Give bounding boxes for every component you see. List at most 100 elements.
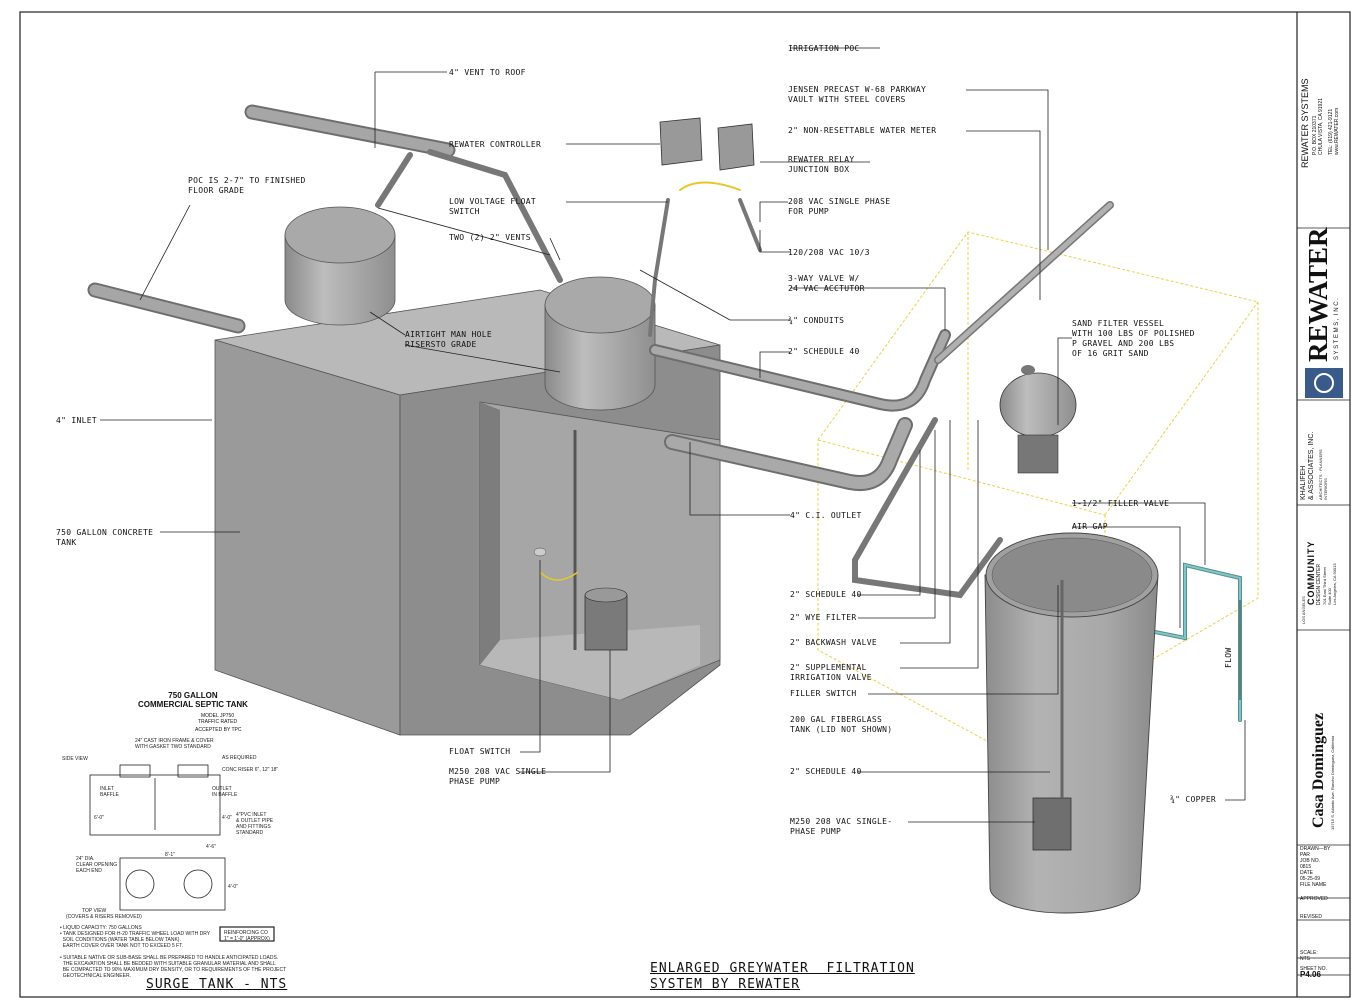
- inset-note-outlet: OUTLET IN BAFFLE: [212, 786, 238, 798]
- tb-field-label: JOB NO.: [1300, 858, 1321, 864]
- label-float-switch-low: LOW VOLTAGE FLOAT SWITCH: [449, 197, 536, 216]
- label-120-208-vac: 120/208 VAC 10/3: [788, 248, 870, 257]
- inset-side-view-label: SIDE VIEW: [62, 756, 88, 762]
- tb-field-file: FILE NAME: [1300, 882, 1348, 888]
- label-wye-filter: 2" WYE FILTER: [790, 613, 857, 622]
- label-vent-to-roof: 4" VENT TO ROOF: [449, 68, 526, 77]
- label-copper: ¾" COPPER: [1170, 795, 1217, 804]
- tb-field-label: APPROVED: [1300, 896, 1328, 902]
- tb-project: Casa Dominguez: [1310, 712, 1327, 828]
- brand-logo: [1305, 368, 1343, 398]
- label-manhole: AIRTIGHT MAN HOLE RISERSTO GRADE: [405, 330, 492, 349]
- inset-dim-opening: 24" DIA. CLEAR OPENING EACH END: [76, 856, 118, 874]
- label-two-vents: TWO (2) 2" VENTS: [449, 233, 531, 242]
- leader-lines: [100, 47, 1246, 823]
- inset-note-required: AS REQUIRED: [222, 755, 257, 761]
- inset-dim-height: 4'-6": [206, 844, 216, 850]
- pipe-network: [87, 104, 1242, 722]
- tb-field-revised: REVISED: [1300, 914, 1348, 920]
- label-conduits: ¾" CONDUITS: [788, 316, 845, 325]
- label-water-meter: 2" NON-RESETTABLE WATER METER: [788, 126, 937, 135]
- inset-note-pipe: 4"PVC INLET & OUTLET PIPE AND FITTINGS S…: [236, 812, 274, 836]
- inset-note-cover: 24" CAST IRON FRAME & COVER WITH GASKET …: [135, 738, 214, 750]
- concrete-tank: [214, 206, 721, 736]
- inset-dim-width: 4'-0": [228, 884, 238, 890]
- label-supplemental-irrigation: 2" SUPPLEMENTAL IRRIGATION VALVE: [790, 663, 872, 682]
- label-flow: FLOW: [1224, 647, 1233, 668]
- tb-field-value: NTS: [1300, 956, 1310, 962]
- tb-field-label: FILE NAME: [1300, 882, 1327, 888]
- inset-accepted: ACCEPTED BY TPC: [195, 727, 242, 733]
- tb-brand-sub: S Y S T E M S , I N C .: [1334, 298, 1340, 360]
- tb-field-job: JOB NO.0815: [1300, 858, 1348, 870]
- label-air-gap: AIR GAP: [1072, 522, 1108, 531]
- tb-address: P.O. BOX 210371 CHULA VISTA, CA 91921: [1312, 98, 1324, 155]
- inset-dim-side-b: 4'-0": [222, 815, 232, 821]
- label-jensen-vault: JENSEN PRECAST W-68 PARKWAY VAULT WITH S…: [788, 85, 927, 104]
- label-schedule-40-low: 2" SCHEDULE 40: [790, 767, 862, 776]
- tb-architect-sub: ARCHITECTS · PLANNERS INTERIORS: [1318, 449, 1328, 500]
- label-schedule-40-top: 2" SCHEDULE 40: [788, 347, 860, 356]
- label-backwash-valve: 2" BACKWASH VALVE: [790, 638, 877, 647]
- tb-brand: REWATER: [1303, 227, 1333, 362]
- tb-field-label: DRAWN—BY: [1300, 846, 1331, 852]
- brand-logo-mark: [1314, 373, 1334, 393]
- label-float-switch: FLOAT SWITCH: [449, 747, 511, 756]
- sand-filter-vessel: [999, 365, 1077, 474]
- label-three-way-valve: 3-WAY VALVE W/ 24 VAC ACCTUTOR: [788, 274, 865, 293]
- tb-field-value: P4.06: [1300, 970, 1321, 979]
- inset-note-riser: CONC RISER 6", 12" 18": [222, 767, 279, 773]
- label-pump-right: M250 208 VAC SINGLE- PHASE PUMP: [790, 817, 893, 836]
- controller-boxes: [659, 117, 755, 171]
- tb-architect: KHALIFEH & ASSOCIATES, INC.: [1300, 431, 1315, 500]
- inset-top-view-label: TOP VIEW: [82, 908, 107, 914]
- fiberglass-tank: [984, 532, 1159, 914]
- tb-client-address: 701 East Third Street Suite 400 Los Ange…: [1322, 563, 1337, 605]
- tb-phone: TEL: (619) 421-9121 www.REWATER.com: [1328, 107, 1340, 155]
- tb-project-sub: 15715 S. Atlantic Ave. Rancho Dominguez,…: [1330, 735, 1335, 830]
- label-relay-box: REWATER RELAY JUNCTION BOX: [788, 155, 855, 174]
- label-concrete-tank: 750 GALLON CONCRETE TANK: [56, 528, 154, 547]
- label-inlet: 4" INLET: [56, 416, 97, 425]
- inset-model: MODEL JP750 TRAFFIC RATED: [198, 713, 238, 725]
- inset-stamp: REINFORCING CO 1" = 1'-0" (APPROX): [224, 930, 270, 942]
- surge-tank-title: SURGE TANK - NTS: [146, 977, 288, 992]
- inset-heading: 750 GALLON COMMERCIAL SEPTIC TANK: [138, 691, 248, 709]
- tb-field-approved: APPROVED: [1300, 896, 1348, 902]
- tb-field-value: PAR: [1300, 852, 1310, 858]
- tb-field-value: 0815: [1300, 864, 1312, 870]
- main-title-line2: SYSTEM BY REWATER: [650, 977, 801, 992]
- inset-note-inlet: INLET BAFFLE: [100, 786, 119, 798]
- tb-company: REWATER SYSTEMS: [1300, 78, 1310, 168]
- label-irrigation-poc: IRRIGATION POC: [788, 44, 860, 53]
- tb-field-scale: SCALE:NTS: [1300, 950, 1348, 962]
- main-title-line1: ENLARGED GREYWATER FILTRATION: [650, 961, 915, 976]
- label-rewater-controller: REWATER CONTROLLER: [449, 140, 542, 149]
- label-fiberglass-tank: 200 GAL FIBERGLASS TANK (LID NOT SHOWN): [790, 715, 893, 734]
- label-filler-valve: 1-1/2" FILLER VALVE: [1072, 499, 1170, 508]
- inset-dim-side-a: 6'-0": [94, 815, 104, 821]
- label-pump-left: M250 208 VAC SINGLE PHASE PUMP: [449, 767, 547, 786]
- tb-field-label: REVISED: [1300, 914, 1322, 920]
- title-block-lines: [1297, 227, 1350, 976]
- label-ci-outlet: 4" C.I. OUTLET: [790, 511, 862, 520]
- label-filler-switch: FILLER SWITCH: [790, 689, 857, 698]
- label-pump-power: 208 VAC SINGLE PHASE FOR PUMP: [788, 197, 891, 216]
- tb-field-label: SCALE:: [1300, 950, 1318, 956]
- inset-dim-top: 8'-1": [165, 852, 175, 858]
- inset-top-view-sub: (COVERS & RISERS REMOVED): [66, 914, 142, 920]
- label-schedule-40-mid: 2" SCHEDULE 40: [790, 590, 862, 599]
- tb-field-label: DATE: [1300, 870, 1313, 876]
- tb-field-value: 05-25-09: [1300, 876, 1321, 882]
- tb-field-sheet: SHEET NO.P4.06: [1300, 966, 1348, 979]
- tb-client: COMMUNITY: [1306, 540, 1316, 606]
- tb-field-label: SHEET NO.: [1300, 966, 1327, 972]
- label-sand-filter: SAND FILTER VESSEL WITH 100 LBS OF POLIS…: [1072, 319, 1195, 358]
- inset-notes: • LIQUID CAPACITY: 750 GALLONS • TANK DE…: [60, 925, 287, 979]
- sheet-border: [19, 11, 1351, 998]
